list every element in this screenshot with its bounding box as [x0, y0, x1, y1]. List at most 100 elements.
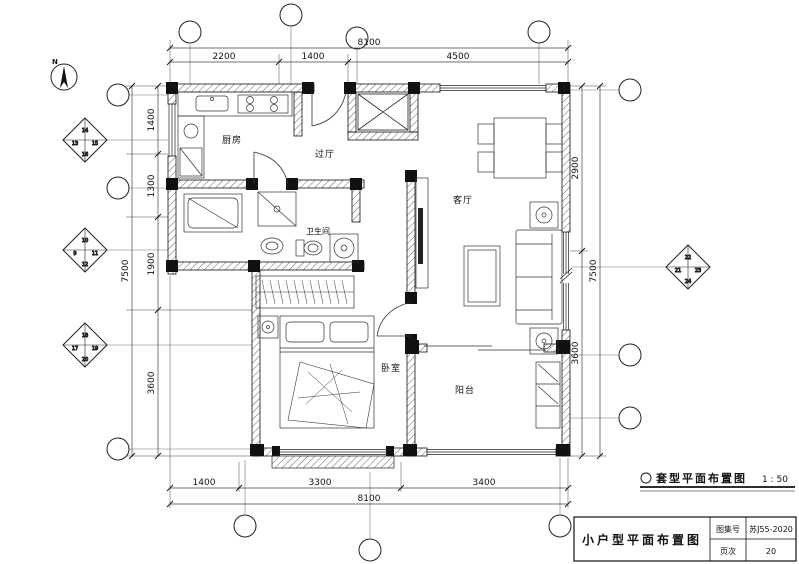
- marker-cell: 15: [92, 141, 98, 147]
- kitchen-counter: [177, 91, 293, 117]
- detail-marker-4: 22 21 23 24: [665, 244, 711, 290]
- axis-bubble: [178, 20, 202, 44]
- window-top-right: [440, 85, 546, 91]
- marker-cell: 14: [82, 128, 88, 134]
- dining-table: [493, 117, 547, 179]
- dim-left-1: 1400: [147, 108, 157, 131]
- bedroom-furniture: [255, 275, 375, 429]
- room-label-bathroom: 卫生间: [306, 226, 330, 236]
- marker-cell: 9: [73, 251, 76, 257]
- window-bedroom-bay: [278, 449, 388, 455]
- north-arrow-icon: [60, 66, 68, 88]
- bed: [279, 315, 375, 429]
- plan-caption: 套型平面布置图 1 : 50: [640, 471, 795, 492]
- caption-title: 套型平面布置图: [656, 471, 747, 485]
- utility-fixture: [183, 193, 243, 233]
- marker-cell: 24: [685, 279, 691, 285]
- window-left-wall: [168, 104, 176, 156]
- kitchen-side-counter: [177, 115, 205, 179]
- dim-right-overall: 7500: [589, 259, 599, 282]
- title-block-atlas-value: 苏J55-2020: [749, 524, 793, 534]
- kitchen-basin: [183, 123, 199, 139]
- marker-cell: 16: [82, 152, 88, 158]
- kitchen-fridge: [179, 147, 203, 177]
- axis-bubble: [106, 437, 130, 461]
- doors: [253, 91, 546, 351]
- marker-cell: 22: [685, 255, 691, 261]
- room-label-hall: 过厅: [315, 148, 335, 160]
- detail-marker-3: 18 17 19 20: [62, 322, 108, 368]
- side-table: [529, 201, 559, 229]
- dim-left-4: 3600: [147, 371, 157, 394]
- axis-bubble: [345, 26, 369, 50]
- caption-index-circle: [640, 472, 652, 484]
- balcony-fixtures: [535, 361, 561, 429]
- balcony-sliding-door: [424, 345, 546, 351]
- axis-bubble: [279, 3, 303, 27]
- structural-columns: [166, 82, 570, 456]
- title-block-atlas-label: 图集号: [716, 524, 740, 534]
- dim-left-overall: 7500: [121, 259, 131, 282]
- marker-cell: 23: [695, 268, 701, 274]
- windows: [168, 85, 573, 469]
- axis-bubble: [618, 78, 642, 102]
- dim-bottom-3: 3400: [473, 478, 496, 488]
- living-room-furniture: [415, 117, 563, 355]
- dim-top-1: 2200: [213, 52, 236, 62]
- axis-bubble: [358, 538, 382, 562]
- room-label-bedroom: 卧室: [381, 362, 401, 374]
- nightstand: [257, 315, 279, 339]
- dim-top-2: 1400: [302, 52, 325, 62]
- tv: [418, 208, 423, 264]
- title-block: 小户型平面布置图 图集号 苏J55-2020 页次 20: [573, 516, 797, 562]
- dimension-lines: [126, 40, 606, 508]
- bathroom-door: [253, 151, 289, 185]
- bathroom-sink: [260, 237, 284, 255]
- detail-marker-2: 10 9 11 12: [62, 227, 108, 273]
- marker-cell: 18: [82, 333, 88, 339]
- side-table: [529, 327, 559, 355]
- dim-bottom-overall: 8100: [358, 494, 381, 504]
- room-labels: 厨房 过厅 客厅 卫生间 卧室 阳台: [222, 134, 474, 396]
- axis-grid-bubbles: [106, 3, 642, 562]
- balcony-cabinet: [535, 361, 561, 429]
- axis-bubble: [106, 176, 130, 200]
- title-block-page-value: 20: [766, 547, 776, 556]
- dining-chair: [545, 123, 563, 145]
- detail-markers: 14 13 15 16 10 9 11 12 18 17 19 20 22 21…: [62, 117, 711, 368]
- title-block-page-label: 页次: [720, 546, 736, 556]
- window-balcony: [427, 449, 556, 455]
- elevator-shaft: [357, 93, 409, 131]
- dining-chair: [545, 151, 563, 173]
- dining-chair: [477, 151, 495, 173]
- toilet: [303, 240, 323, 256]
- axis-leader-lines: [107, 27, 666, 538]
- dim-right-2: 3600: [571, 341, 581, 364]
- dimension-labels: 8100 2200 1400 4500 7500 1400 1300 1900 …: [121, 38, 599, 504]
- kitchen-fixtures: [177, 91, 293, 179]
- axis-bubble: [618, 406, 642, 430]
- marker-cell: 12: [82, 262, 88, 268]
- toilet-tank: [295, 239, 305, 257]
- marker-cell: 13: [72, 141, 78, 147]
- bathroom-fixtures: [257, 191, 359, 263]
- coffee-table: [463, 245, 501, 307]
- dim-bottom-2: 3300: [309, 478, 332, 488]
- elevator-x-icon: [357, 93, 409, 131]
- detail-marker-1: 14 13 15 16: [62, 117, 108, 163]
- dim-left-2: 1300: [147, 174, 157, 197]
- pillow: [285, 321, 325, 343]
- axis-bubble: [618, 343, 642, 367]
- dim-right-1: 2900: [571, 156, 581, 179]
- tv-cabinet: [415, 177, 429, 289]
- dim-top-overall: 8100: [358, 38, 381, 48]
- kitchen-stove: [237, 94, 289, 114]
- dim-left-3: 1900: [147, 252, 157, 275]
- dining-chair: [477, 123, 495, 145]
- pillow: [329, 321, 369, 343]
- room-label-living: 客厅: [453, 194, 473, 206]
- axis-bubble: [233, 514, 257, 538]
- shower: [257, 191, 297, 227]
- marker-cell: 11: [92, 251, 98, 257]
